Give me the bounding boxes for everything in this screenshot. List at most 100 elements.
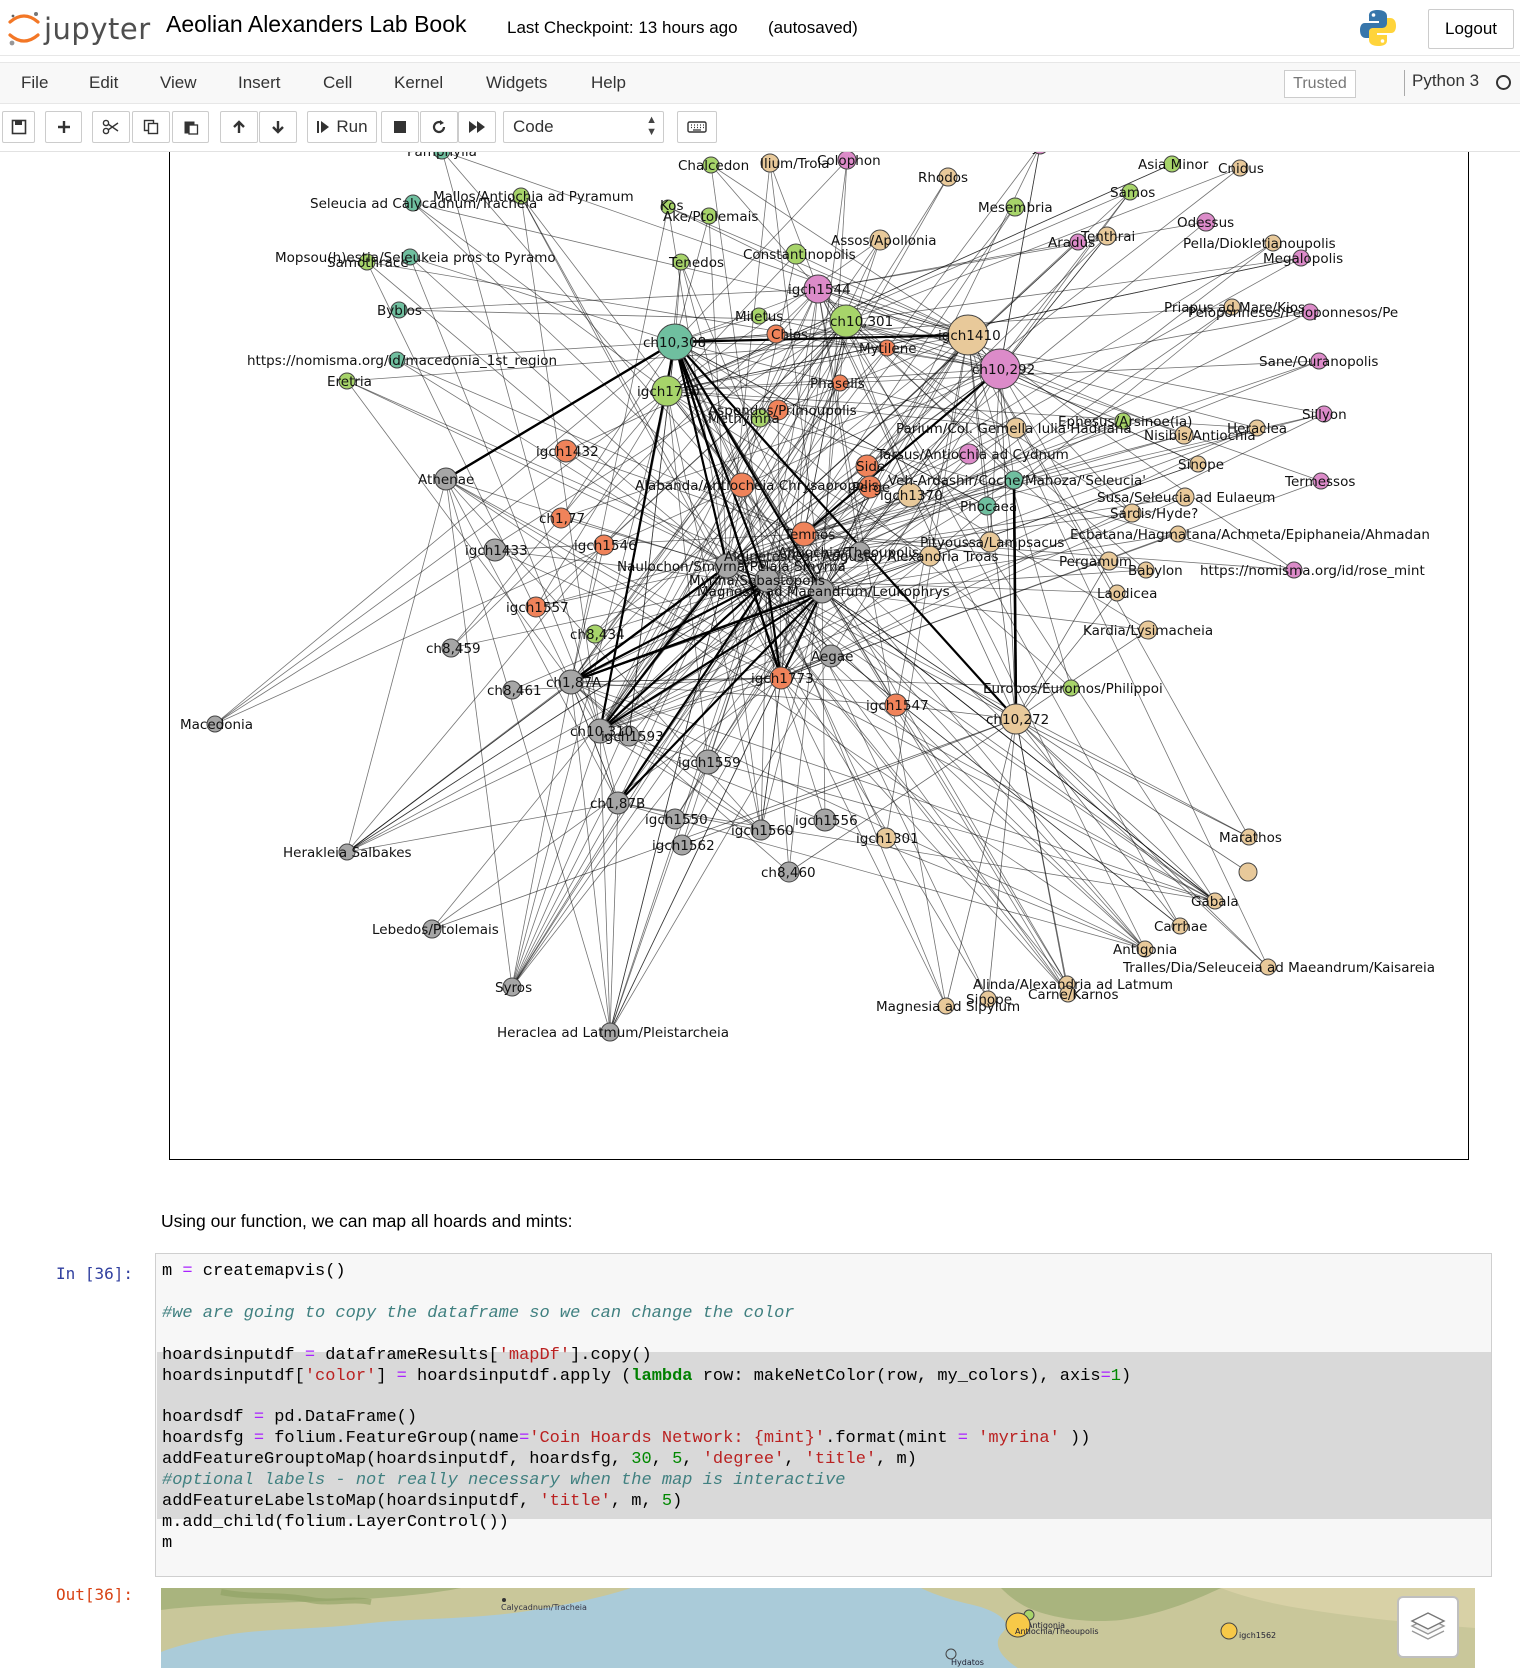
graph-node-label: Odessus — [1177, 215, 1234, 231]
menu-file[interactable]: File — [21, 73, 49, 92]
menu-insert[interactable]: Insert — [238, 73, 281, 92]
graph-edge — [511, 565, 728, 988]
graph-edge — [666, 191, 1131, 392]
graph-edge — [803, 242, 1274, 535]
graph-edge — [346, 478, 447, 853]
graph-node — [483, 538, 507, 562]
menu-help[interactable]: Help — [591, 73, 626, 92]
graph-node-label: igch1562 — [652, 838, 715, 854]
cut-button[interactable] — [92, 111, 130, 143]
layer-control-button[interactable] — [1397, 1596, 1459, 1658]
graph-node-label: Syros — [495, 980, 532, 996]
graph-node-label: ch8,461 — [487, 683, 542, 699]
copy-icon — [143, 119, 159, 135]
map-marker[interactable] — [1220, 1622, 1238, 1640]
graph-node — [977, 496, 997, 516]
trusted-indicator[interactable]: Trusted — [1284, 70, 1356, 98]
graph-node-label: igch1710 — [637, 384, 700, 400]
menu-edit[interactable]: Edit — [89, 73, 119, 92]
code-cell-editor[interactable]: m = createmapvis() #we are going to copy… — [155, 1253, 1492, 1577]
cell-type-select[interactable]: Code ▲▼ — [503, 111, 664, 143]
menu-view[interactable]: View — [160, 73, 197, 92]
graph-node-label: ch10,301 — [830, 314, 893, 330]
select-arrows-icon: ▲▼ — [646, 114, 657, 138]
graph-edge — [766, 288, 819, 581]
graph-edge — [1012, 479, 1018, 720]
graph-edge — [674, 341, 1017, 720]
move-up-button[interactable] — [220, 111, 258, 143]
restart-button[interactable] — [420, 111, 458, 143]
menu-cell[interactable]: Cell — [323, 73, 353, 92]
graph-node-label: Carrhae — [1154, 919, 1207, 935]
graph-node-label: Susa/Seleucia ad Eulaeum — [1097, 490, 1275, 506]
graph-edge — [726, 241, 1079, 567]
graph-node-label: Heraclea ad Latmum/Pleistarcheia — [497, 1025, 729, 1041]
graph-edge — [803, 360, 1320, 535]
graph-node — [1000, 703, 1032, 735]
menubar: File Edit View Insert Cell Kernel Widget… — [0, 62, 1520, 104]
graph-edge — [431, 677, 782, 930]
notebook-title[interactable]: Aeolian Alexanders Lab Book — [166, 11, 467, 37]
graph-edge — [441, 152, 601, 732]
logout-button[interactable]: Logout — [1428, 9, 1514, 49]
graph-edge — [681, 718, 1017, 846]
command-palette-button[interactable] — [677, 111, 717, 143]
graph-edge — [780, 677, 1216, 902]
folium-map[interactable]: Calycadnum/Tracheia Antigonia Antiochia/… — [161, 1588, 1475, 1668]
graph-node — [1069, 233, 1087, 251]
graph-node — [809, 578, 835, 604]
interrupt-button[interactable] — [381, 111, 419, 143]
save-button[interactable] — [2, 111, 35, 143]
graph-node — [1231, 159, 1249, 177]
graph-node — [785, 243, 807, 265]
graph-node-label: Veh-Ardashir/Coche/Mahoza/'Seleucia' — [888, 473, 1146, 489]
graph-node — [388, 351, 406, 369]
graph-node-label: igch1544 — [788, 282, 851, 298]
graph-edge — [346, 579, 768, 853]
copy-button[interactable] — [132, 111, 170, 143]
graph-edge — [766, 206, 1016, 581]
graph-node — [651, 375, 683, 407]
jupyter-logo[interactable]: jupyter — [6, 8, 150, 48]
graph-node-label: Colophon — [817, 153, 881, 169]
restart-run-all-button[interactable] — [458, 111, 496, 143]
menu-kernel[interactable]: Kernel — [394, 73, 444, 92]
notebook-area[interactable]: PamphyliaChalcedonIlium/TroiaColophonMyl… — [0, 151, 1520, 1668]
run-button[interactable]: Run — [307, 111, 377, 143]
graph-node-label: Antigonia — [1113, 942, 1177, 958]
graph-node-label: igch1433 — [465, 543, 528, 559]
graph-node-label: Priapus ad Mare/Kios — [1164, 300, 1305, 316]
insert-cell-button[interactable] — [45, 111, 82, 143]
graph-edge — [803, 533, 1068, 985]
paste-button[interactable] — [172, 111, 209, 143]
graph-edge — [346, 380, 768, 581]
map-label: Antiochia/Theoupolis — [1015, 1627, 1099, 1636]
graph-node — [587, 718, 613, 744]
graph-edge — [673, 341, 783, 679]
graph-edge — [628, 341, 676, 737]
graph-edge — [780, 159, 848, 679]
graph-edge — [346, 802, 619, 853]
graph-edge — [666, 390, 1295, 571]
move-down-button[interactable] — [259, 111, 297, 143]
graph-edge — [803, 533, 1269, 968]
graph-edge — [511, 579, 768, 988]
map-marker[interactable] — [1005, 1612, 1031, 1638]
menu-widgets[interactable]: Widgets — [486, 73, 548, 92]
graph-edge — [795, 253, 969, 336]
markdown-cell[interactable]: Using our function, we can map all hoard… — [161, 1211, 573, 1231]
graph-node — [404, 194, 422, 212]
map-marker[interactable] — [945, 1648, 957, 1660]
graph-node — [554, 439, 578, 463]
graph-node-label: Sane/Ouranopolis — [1259, 354, 1378, 370]
graph-node — [750, 307, 768, 325]
graph-edge — [431, 718, 1017, 930]
graph-node — [606, 791, 630, 815]
graph-node-label: ch1,77 — [539, 511, 585, 527]
graph-node-label: Sardis/Hyde? — [1110, 506, 1198, 522]
graph-edge — [609, 565, 728, 1033]
graph-edge — [666, 334, 969, 392]
graph-edge — [780, 590, 823, 679]
graph-node-label: Cnidus — [1218, 161, 1264, 177]
graph-node-label: ch1,87A — [546, 675, 602, 691]
